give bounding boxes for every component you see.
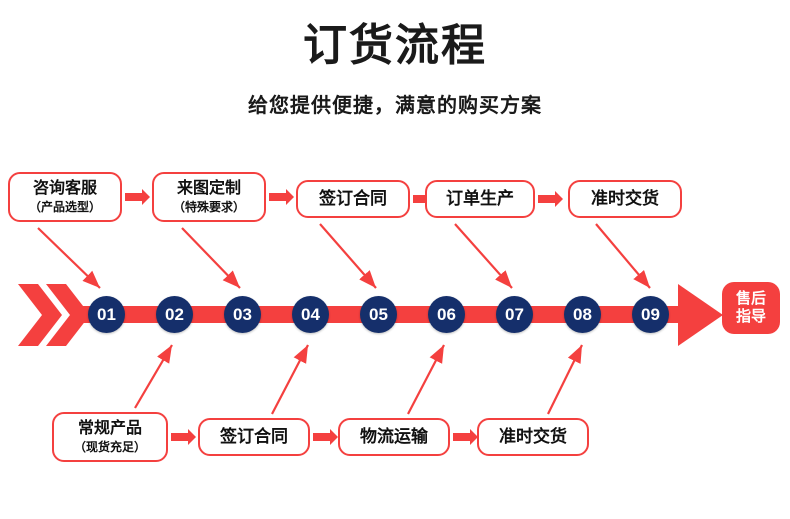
- top-step-box-3[interactable]: 签订合同: [296, 180, 410, 218]
- top-step-box-5-title: 准时交货: [591, 189, 659, 208]
- step-node-06-label: 06: [437, 304, 456, 324]
- step-node-09-label: 09: [641, 304, 660, 324]
- page-subtitle: 给您提供便捷，满意的购买方案: [248, 95, 542, 117]
- bottom-step-box-4-title: 准时交货: [499, 427, 567, 446]
- bottom-step-box-1-title: 常规产品: [77, 420, 142, 437]
- step-node-08[interactable]: 08: [564, 296, 601, 333]
- timeline-band: 01 02 03 04 05 06 07 08 09: [0, 270, 790, 360]
- top-connector-arrow-1: [125, 189, 150, 205]
- top-step-box-2[interactable]: 来图定制 （特殊要求）: [152, 172, 266, 222]
- step-node-03[interactable]: 03: [224, 296, 261, 333]
- step-node-07[interactable]: 07: [496, 296, 533, 333]
- step-node-04-label: 04: [301, 304, 320, 324]
- step-node-09[interactable]: 09: [632, 296, 669, 333]
- top-step-box-2-title: 来图定制: [176, 180, 241, 197]
- bottom-step-box-2-title: 签订合同: [220, 427, 288, 446]
- top-step-box-4-title: 订单生产: [446, 189, 514, 208]
- top-connector-arrow-4: [538, 191, 563, 207]
- bottom-step-box-4[interactable]: 准时交货: [477, 418, 589, 456]
- step-node-08-label: 08: [573, 304, 592, 324]
- top-step-box-1-title: 咨询客服: [32, 180, 97, 197]
- after-sales-badge-line2: 指导: [735, 308, 766, 325]
- bottom-step-box-1[interactable]: 常规产品 （现货充足）: [52, 412, 168, 462]
- top-connector-arrow-2: [269, 189, 294, 205]
- step-node-04[interactable]: 04: [292, 296, 329, 333]
- bottom-step-box-1-subtitle: （现货充足）: [73, 440, 146, 454]
- bottom-connector-arrow-3: [453, 429, 478, 445]
- page-title: 订货流程: [303, 21, 487, 70]
- step-node-06[interactable]: 06: [428, 296, 465, 333]
- step-node-07-label: 07: [505, 304, 524, 324]
- bottom-step-box-3[interactable]: 物流运输: [338, 418, 450, 456]
- bottom-step-box-3-title: 物流运输: [360, 427, 428, 446]
- step-node-01[interactable]: 01: [88, 296, 125, 333]
- top-step-box-4[interactable]: 订单生产: [425, 180, 535, 218]
- step-node-02-label: 02: [165, 304, 184, 324]
- step-node-02[interactable]: 02: [156, 296, 193, 333]
- after-sales-badge[interactable]: 售后 指导: [722, 282, 780, 334]
- step-node-01-label: 01: [97, 304, 116, 324]
- top-step-box-1[interactable]: 咨询客服 （产品选型）: [8, 172, 122, 222]
- timeline-arrowhead-icon: [678, 284, 723, 346]
- step-node-05-label: 05: [369, 304, 388, 324]
- bottom-connector-arrow-1: [171, 429, 196, 445]
- top-step-box-2-subtitle: （特殊要求）: [172, 200, 245, 214]
- after-sales-badge-line1: 售后: [735, 290, 766, 307]
- top-step-box-1-subtitle: （产品选型）: [28, 200, 101, 214]
- bottom-step-box-2[interactable]: 签订合同: [198, 418, 310, 456]
- step-node-05[interactable]: 05: [360, 296, 397, 333]
- bottom-connector-arrow-2: [313, 429, 338, 445]
- top-step-box-5[interactable]: 准时交货: [568, 180, 682, 218]
- top-step-box-3-title: 签订合同: [319, 189, 387, 208]
- step-node-03-label: 03: [233, 304, 252, 324]
